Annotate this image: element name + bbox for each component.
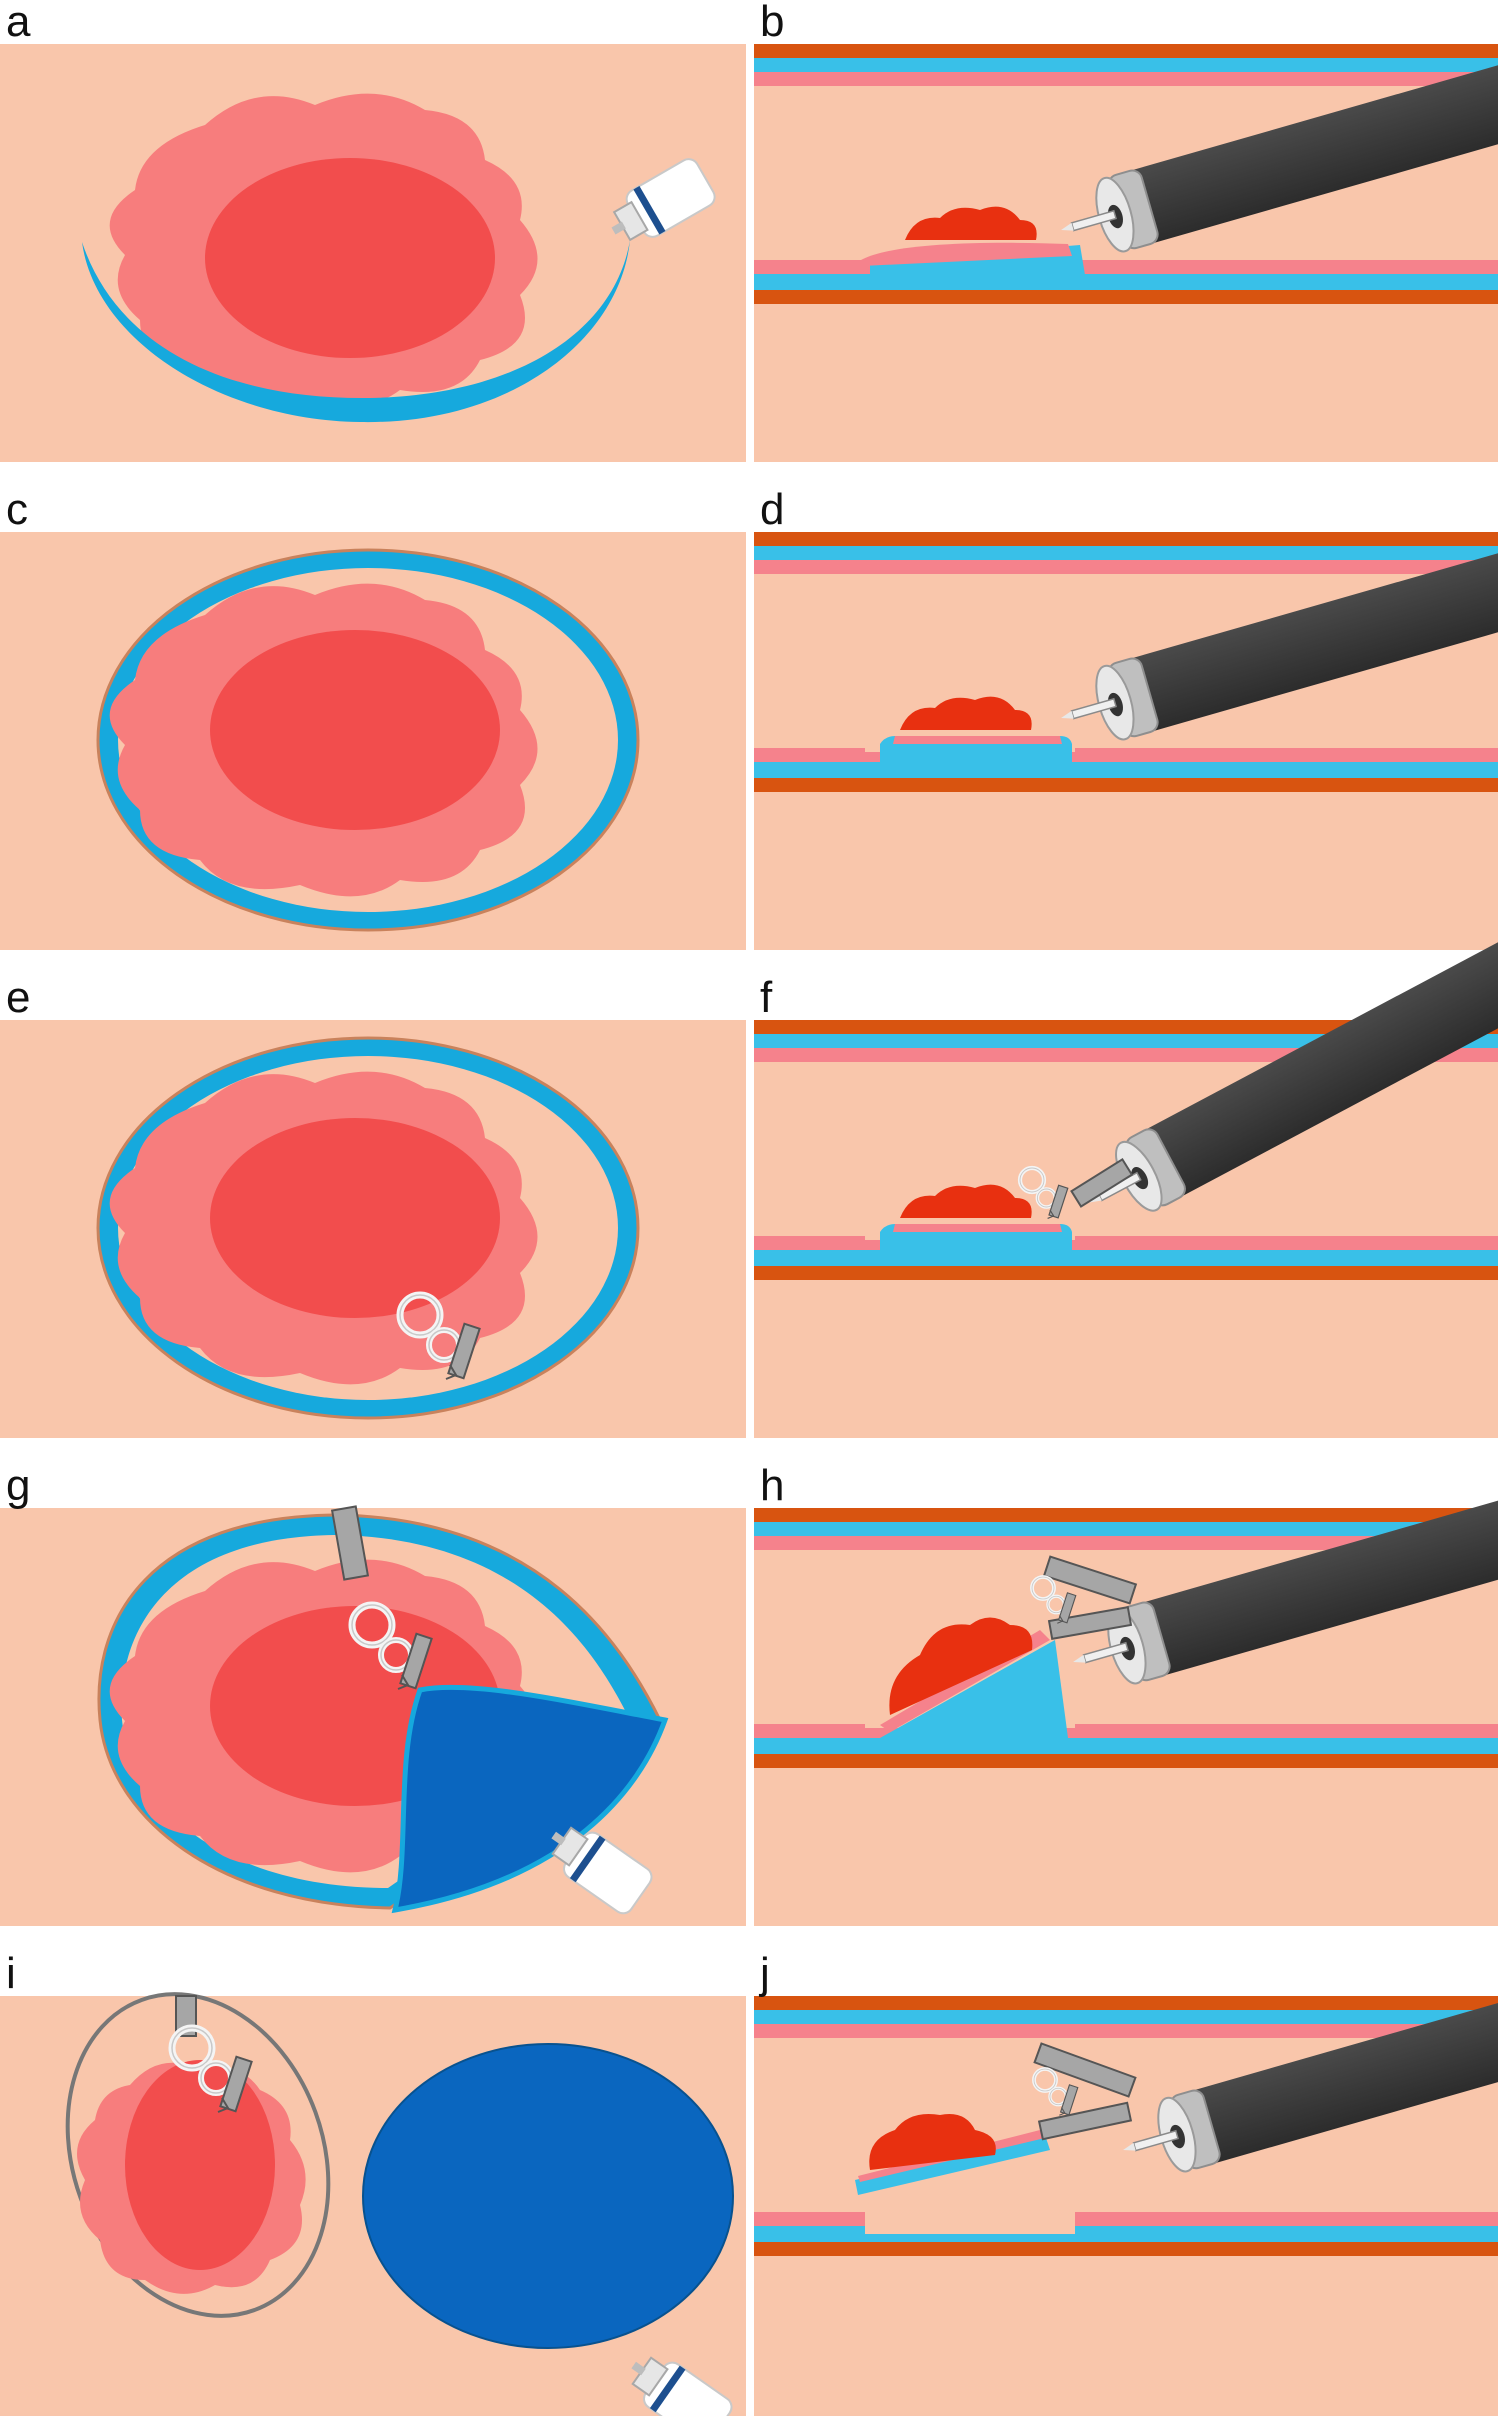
lesion-core <box>210 1118 500 1318</box>
panel-label-h: h <box>760 1461 784 1510</box>
lesion-core <box>125 2060 275 2270</box>
panel-e <box>0 1020 746 1438</box>
panel-label-b: b <box>760 0 784 46</box>
panel-g <box>0 1506 746 1926</box>
panel-a <box>0 44 746 462</box>
panel-label-i: i <box>6 1949 16 1998</box>
panel-label-j: j <box>758 1949 770 1998</box>
panel-j <box>754 1882 1498 2416</box>
panel-label-g: g <box>6 1461 30 1510</box>
panel-h <box>754 1394 1498 1926</box>
lesion-core <box>210 630 500 830</box>
panel-b <box>754 0 1498 462</box>
resection-defect <box>363 2044 733 2348</box>
panel-i <box>0 1957 746 2416</box>
panel-label-e: e <box>6 973 30 1022</box>
panel-d <box>754 450 1498 950</box>
panel-label-f: f <box>760 973 773 1022</box>
panel-label-c: c <box>6 485 28 534</box>
panel-c <box>0 532 746 950</box>
panel-label-a: a <box>6 0 31 46</box>
lesion-core <box>205 158 495 358</box>
panel-label-d: d <box>760 485 784 534</box>
